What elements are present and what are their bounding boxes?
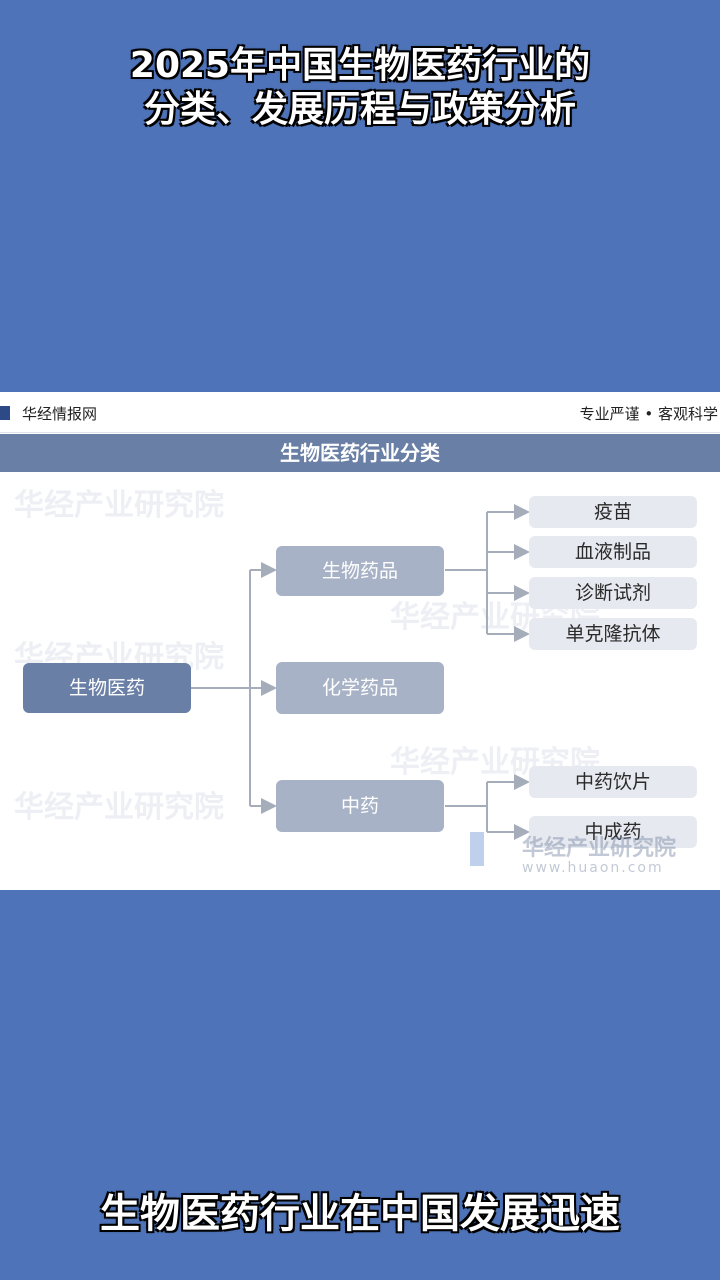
brand-bar: 华经情报网 专业严谨 • 客观科学 [0, 392, 720, 433]
node-category-tcm: 中药 [276, 780, 444, 832]
node-category-bio: 生物药品 [276, 546, 444, 596]
connector-lines [191, 504, 530, 840]
video-title-line2: 分类、发展历程与政策分析 [143, 89, 576, 130]
brand-slogan: 专业严谨 • 客观科学 [579, 405, 718, 423]
video-caption: 生物医药行业在中国发展迅速 [100, 1191, 620, 1237]
node-root: 生物医药 [23, 663, 191, 713]
node-leaf-vaccine: 疫苗 [529, 496, 697, 528]
node-leaf-diagnostic-reagents: 诊断试剂 [529, 577, 697, 609]
node-leaf-tcm-pieces: 中药饮片 [529, 766, 697, 798]
node-leaf-blood-products: 血液制品 [529, 536, 697, 568]
node-leaf-monoclonal-antibody: 单克隆抗体 [529, 618, 697, 650]
node-category-chem: 化学药品 [276, 662, 444, 714]
video-title-line1: 2025年中国生物医药行业的 [129, 45, 591, 86]
video-title: 2025年中国生物医药行业的 分类、发展历程与政策分析 [0, 44, 720, 132]
brand-name: 华经情报网 [22, 405, 98, 423]
brand-logo-icon [0, 406, 10, 420]
infographic-card: 华经情报网 专业严谨 • 客观科学 生物医药行业分类 华经产业研究院 华经产业研… [0, 392, 720, 890]
classification-diagram: 华经产业研究院 华经产业研究院 华经产业研究院 华经产业研究院 华经产业研究院 [0, 472, 720, 890]
node-leaf-proprietary-tcm: 中成药 [529, 816, 697, 848]
watermark-brand: 华经产业研究院 [522, 836, 677, 861]
watermark-url: www.huaon.com [522, 860, 664, 876]
diagram-title: 生物医药行业分类 [0, 434, 720, 472]
watermark-logo-icon [470, 832, 484, 866]
